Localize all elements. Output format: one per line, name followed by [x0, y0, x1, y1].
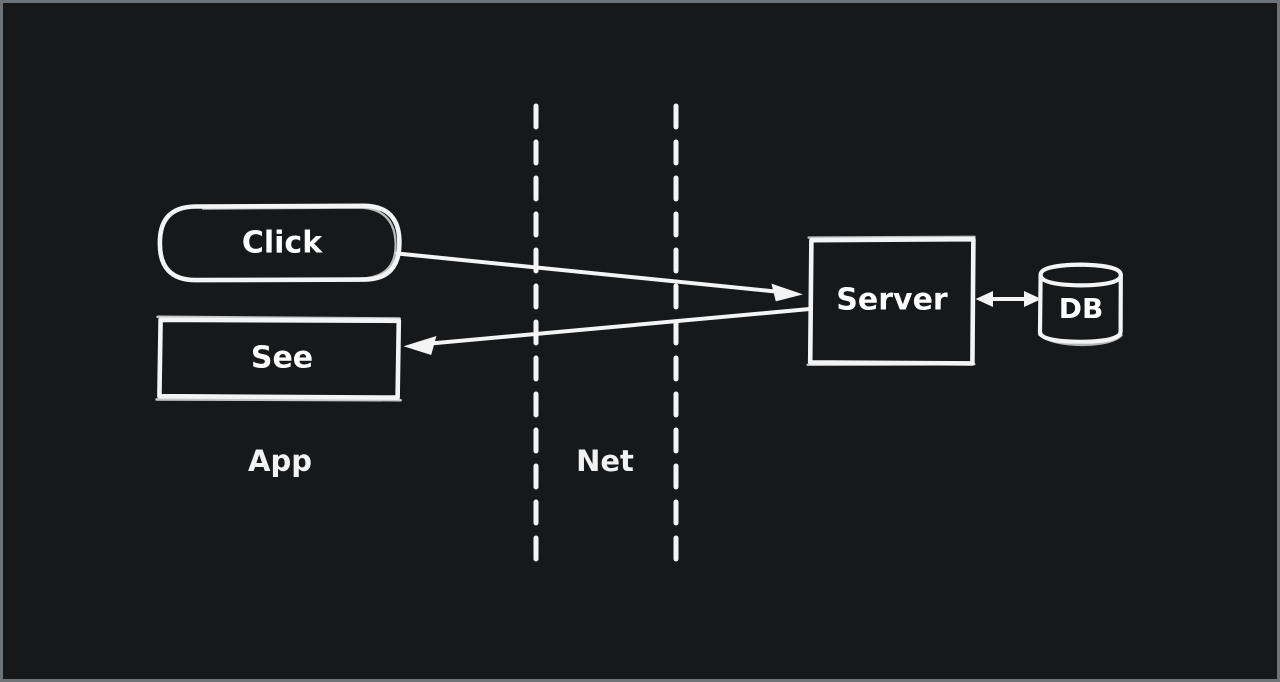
server-node-outline-overdraw — [806, 235, 976, 366]
zone-dividers — [533, 103, 679, 577]
zone-label-net: Net — [576, 444, 634, 478]
node-server[interactable]: Server — [806, 235, 976, 366]
db-node-cylinder-bottom-overdraw — [1037, 333, 1123, 347]
edge-server-db-arrowhead-left — [975, 291, 993, 307]
db-node-cylinder-top — [1038, 262, 1123, 288]
zone-labels: App Net — [248, 444, 634, 478]
node-db[interactable]: DB — [1037, 262, 1123, 347]
zone-label-app: App — [248, 444, 312, 478]
edge-click-to-server-arrowhead — [771, 283, 803, 302]
see-node-label: See — [251, 341, 313, 376]
edge-server-to-see-line — [415, 307, 812, 347]
edge-server-db-arrowhead-right — [1024, 291, 1042, 307]
see-node-outline — [157, 317, 402, 400]
node-see[interactable]: See — [155, 315, 402, 402]
edge-click-to-server-line — [395, 251, 795, 296]
click-node-outline-overdraw — [201, 206, 397, 280]
edge-server-to-see-arrowhead — [403, 336, 437, 355]
diagram-svg: Click See Server DB — [155, 103, 1123, 577]
click-node-label: Click — [242, 226, 323, 261]
server-node-label: Server — [836, 283, 948, 318]
node-click[interactable]: Click — [157, 203, 402, 283]
see-node-outline-overdraw — [155, 315, 402, 402]
click-node-outline — [157, 203, 402, 283]
edge-server-to-see — [403, 307, 812, 355]
db-node-label: DB — [1059, 292, 1104, 325]
edge-click-to-server — [395, 251, 803, 302]
edge-server-db — [975, 291, 1042, 307]
